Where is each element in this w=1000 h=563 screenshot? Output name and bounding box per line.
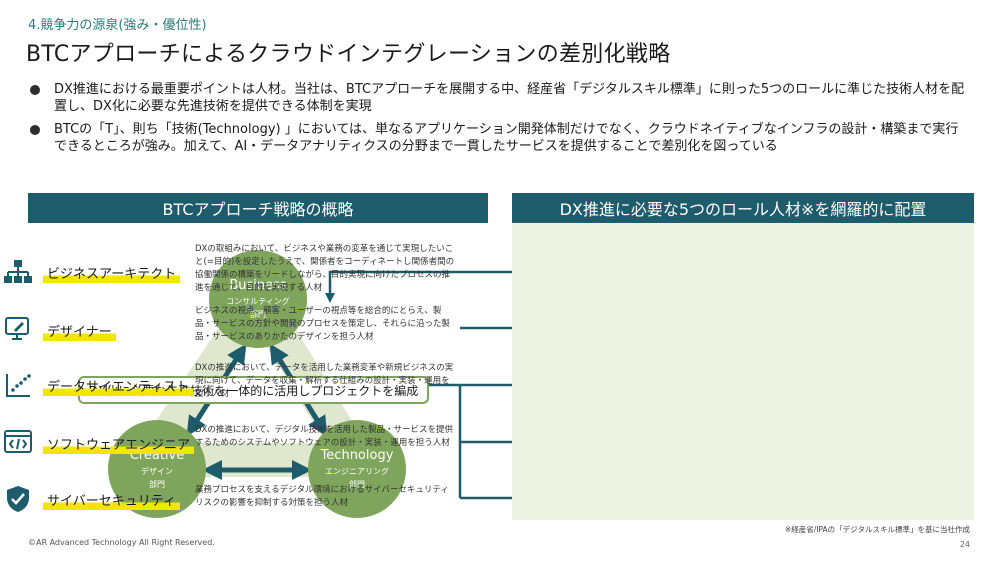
business-sub: コンサルティング <box>226 296 290 306</box>
copyright: ©AR Advanced Technology All Right Reserv… <box>28 538 215 547</box>
connector-tree <box>325 270 512 500</box>
creative-sub: デザイン <box>141 466 173 476</box>
role-data-scientist: データサイエンティスト DXの推進において、データを活用した業務変革や新規ビジネ… <box>0 362 462 420</box>
creative-sub2: 部門 <box>149 479 165 489</box>
role-name: ビジネスアーキテクト <box>43 263 181 283</box>
role-desc: DXの推進において、データを活用した業務変革や新規ビジネスの実現に向けて、データ… <box>195 363 454 399</box>
bullet-text: BTCの「T」、則ち「技術(Technology) 」においては、単なるアプリケ… <box>54 122 959 154</box>
bullet-item: DX推進における最重要ポイントは人材。当社は、BTCアプローチを展開する中、経産… <box>26 81 971 115</box>
bullet-list: DX推進における最重要ポイントは人材。当社は、BTCアプローチを展開する中、経産… <box>26 81 971 161</box>
role-cyber-security: サイバーセキュリティ 業務プロセスを支えるデジタル環境におけるサイバーセキュリテ… <box>0 484 462 542</box>
role-desc: 業務プロセスを支えるデジタル環境におけるサイバーセキュリティリスクの影響を抑制す… <box>195 485 449 508</box>
design-monitor-icon <box>5 317 29 340</box>
org-chart-icon <box>4 260 32 283</box>
role-desc: DXの取組みにおいて、ビジネスや業務の変革を通じて実現したいこと(=目的)を設定… <box>195 244 455 293</box>
page-title: BTCアプローチによるクラウドインテグレーションの差別化戦略 <box>26 42 671 67</box>
role-name: デザイナー <box>43 321 116 341</box>
role-business-architect: ビジネスアーキテクト DXの取組みにおいて、ビジネスや業務の変革を通じて実現した… <box>0 243 462 301</box>
roles-panel <box>512 223 974 520</box>
role-name: データサイエンティスト <box>43 376 194 396</box>
code-window-icon <box>4 430 32 453</box>
bullet-item: BTCの「T」、則ち「技術(Technology) 」においては、単なるアプリケ… <box>26 121 971 155</box>
technology-sub: エンジニアリング <box>325 466 389 476</box>
bullet-text: DX推進における最重要ポイントは人材。当社は、BTCアプローチを展開する中、経産… <box>54 82 965 114</box>
bullet-dot <box>30 125 40 135</box>
business-sub2: 部門 <box>250 309 266 319</box>
source-note: ※経産省/IPAの「デジタルスキル標準」を基に当社作成 <box>784 525 970 534</box>
role-designer: デザイナー ビジネスの視点、顧客・ユーザーの視点等を総合的にとらえ、製品・サービ… <box>0 305 462 363</box>
technology-sub2: 部門 <box>349 479 365 489</box>
technology-title: Technology <box>320 447 394 463</box>
technology-circle: Technology エンジニアリング 部門 <box>308 420 406 518</box>
shield-check-icon <box>7 486 29 512</box>
bullet-dot <box>30 85 40 95</box>
role-desc: ビジネスの視点、顧客・ユーザーの視点等を総合的にとらえ、製品・サービスの方針や開… <box>195 306 451 342</box>
role-name: ソフトウェアエンジニア <box>43 434 195 454</box>
business-circle: Business コンサルティング 部門 <box>209 250 307 348</box>
role-name: サイバーセキュリティ <box>43 490 180 510</box>
section-label: 4.競争力の源泉(強み・優位性) <box>28 18 207 33</box>
business-title: Business <box>229 277 287 293</box>
scatter-chart-icon <box>6 374 31 397</box>
role-software-engineer: ソフトウェアエンジニア DXの推進において、デジタル技術を活用した製品・サービス… <box>0 424 462 482</box>
right-panel-heading: DX推進に必要な5つのロール人材※を網羅的に配置 <box>512 193 974 223</box>
role-desc: DXの推進において、デジタル技術を活用した製品・サービスを提供するためのシステム… <box>195 425 454 448</box>
page-number: 24 <box>959 540 970 549</box>
left-panel-heading: BTCアプローチ戦略の概略 <box>28 193 488 223</box>
